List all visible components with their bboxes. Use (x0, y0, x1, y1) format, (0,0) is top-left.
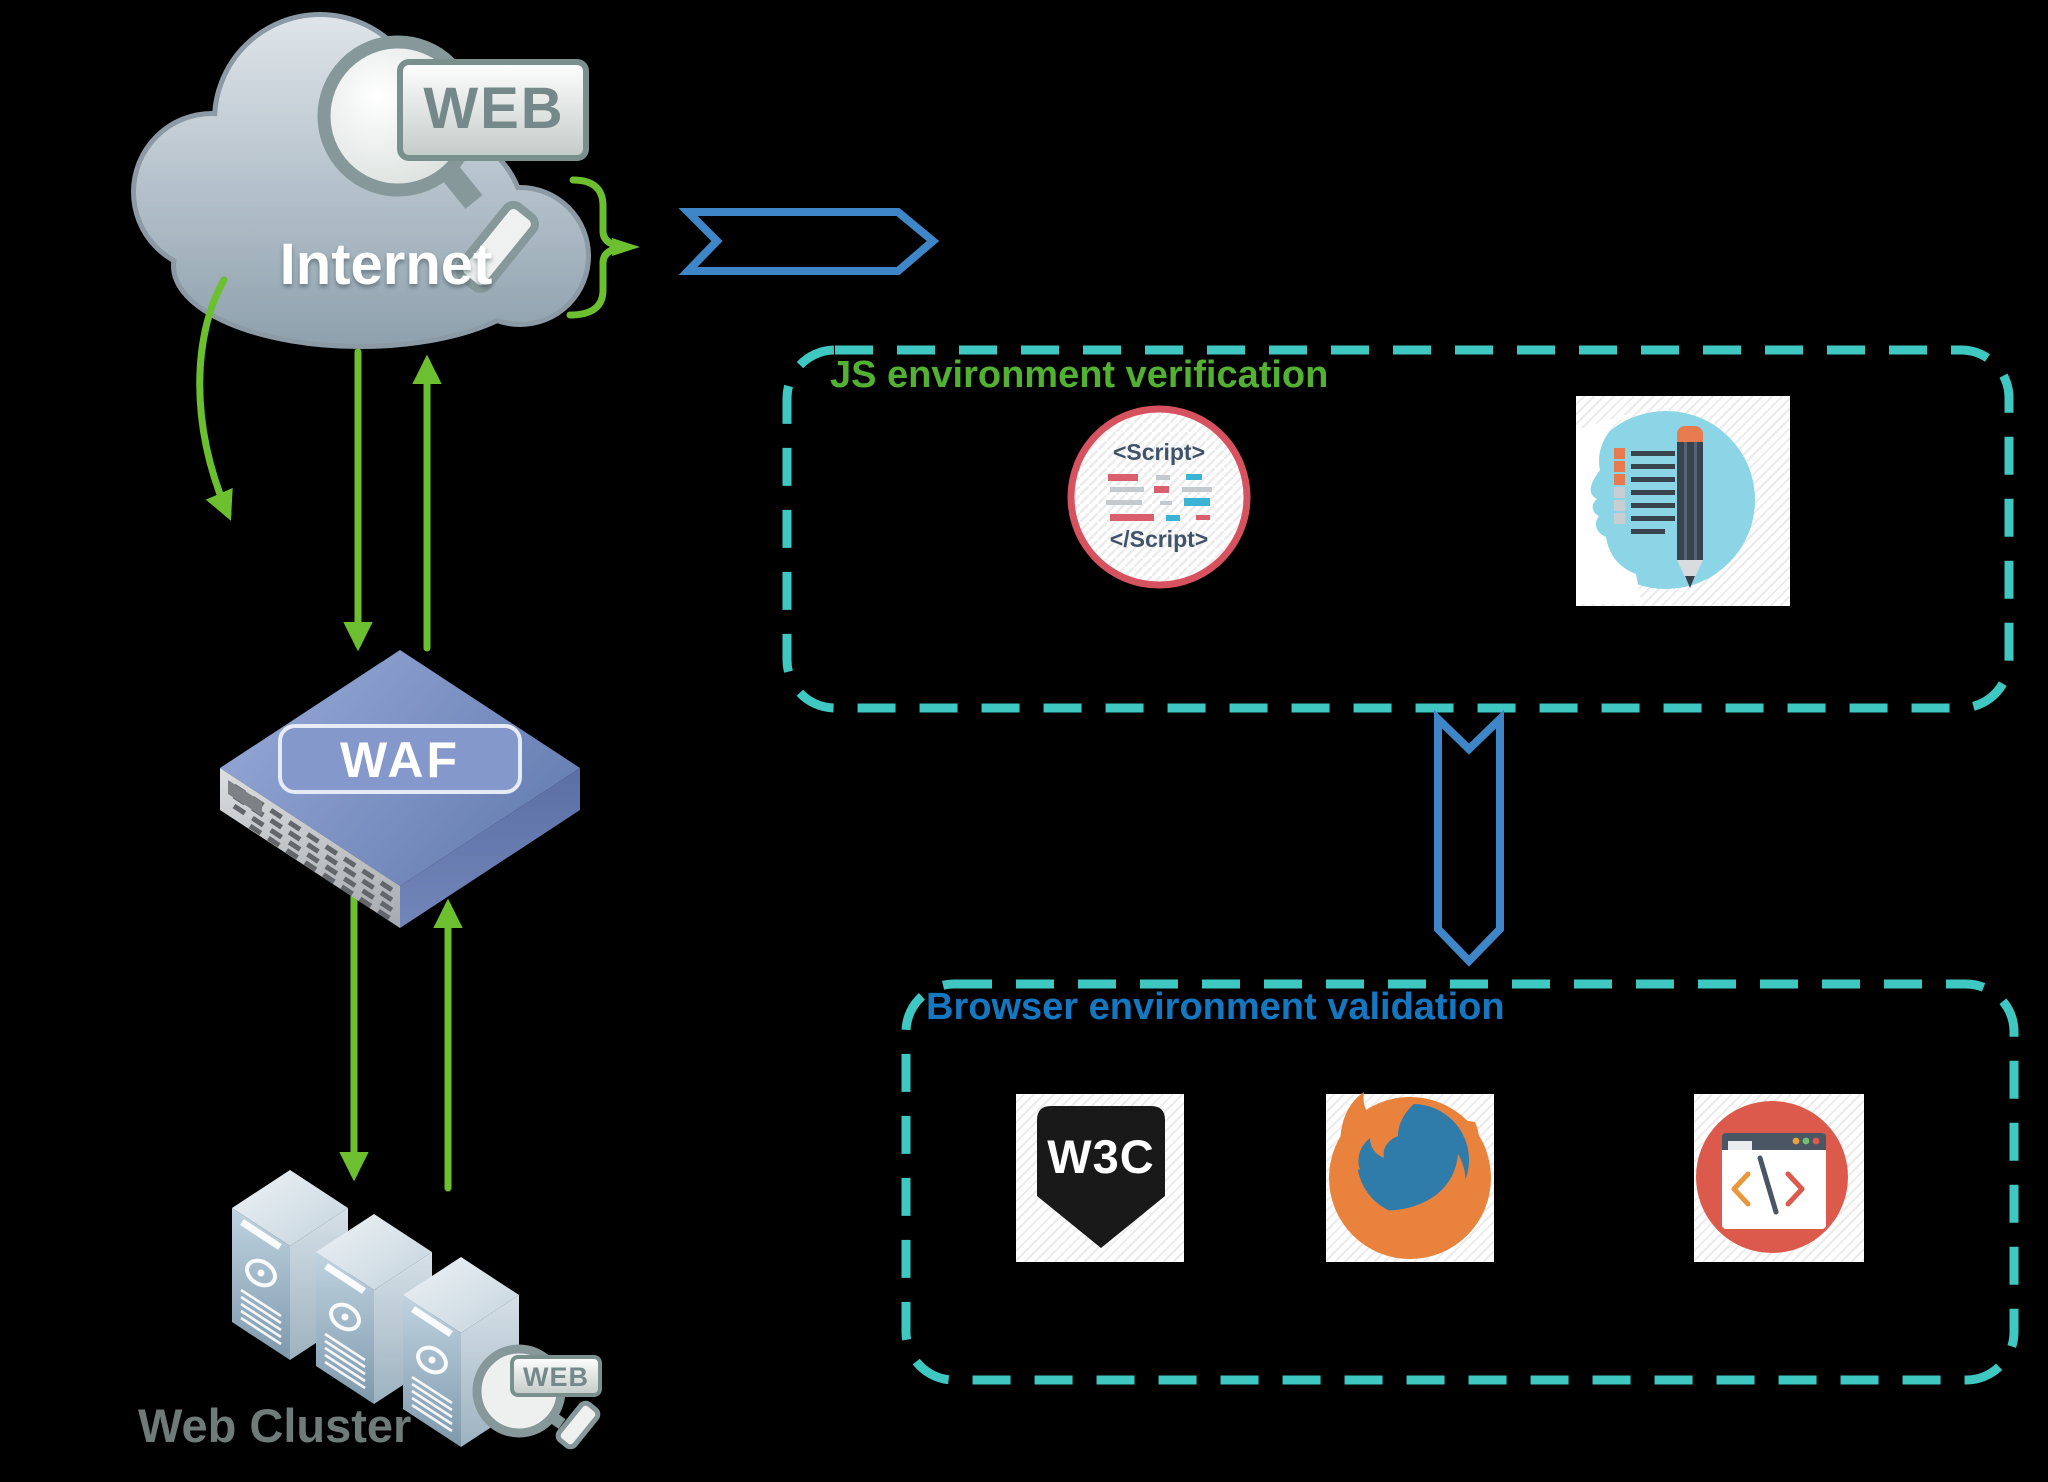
pencil-icon (1677, 426, 1703, 588)
brace-icon (566, 176, 640, 319)
green-flow-arrows (196, 276, 463, 1192)
waf-label-plate (278, 724, 522, 794)
script-open-tag-label: <Script> (1112, 439, 1206, 465)
script-code-circle-icon (1067, 405, 1251, 589)
code-browser-window-icon (1696, 1101, 1848, 1253)
js-box-title: JS environment verification (830, 354, 1329, 396)
firefox-browser-icon (1329, 1092, 1491, 1259)
web-cluster-label: Web Cluster (138, 1399, 412, 1452)
waf-label: WAF (339, 732, 461, 788)
browser-box-title: Browser environment validation (926, 986, 1505, 1028)
head-checklist-pencil-icon (1576, 411, 1755, 604)
flow-arrow-down-icon (1434, 709, 1504, 967)
script-close-tag-label: </Script> (1109, 526, 1209, 552)
curved-arrow-internet-loop (196, 276, 233, 521)
internet-label: Internet (279, 232, 493, 297)
web-magnifier-small-icon (472, 1344, 602, 1450)
w3c-label: W3C (1047, 1130, 1155, 1183)
web-badge-top-label: WEB (423, 76, 565, 141)
flow-arrow-right-icon (678, 208, 940, 275)
web-magnifier-icon (317, 35, 589, 294)
web-badge-bottom-label: WEB (523, 1362, 589, 1392)
js-environment-verification-box (782, 345, 2014, 713)
waf-appliance-icon (220, 650, 580, 928)
browser-environment-validation-box (901, 979, 2019, 1385)
w3c-badge-icon (1037, 1106, 1165, 1248)
